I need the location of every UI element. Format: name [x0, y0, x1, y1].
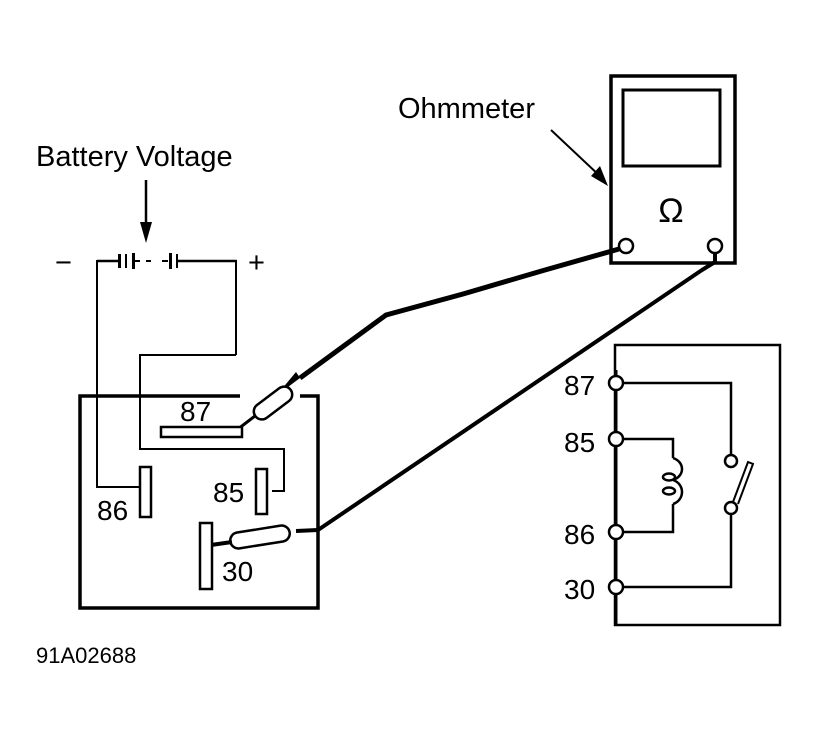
ohmmeter-label: Ohmmeter	[398, 93, 535, 125]
switch-icon	[623, 453, 755, 589]
ohmmeter-display	[621, 88, 722, 168]
battery-symbol-icon	[96, 253, 237, 400]
battery-minus-label: −	[55, 247, 72, 279]
schematic-terminal-30	[607, 578, 625, 596]
ohmmeter-terminal-left	[617, 237, 635, 255]
terminal-87-label: 87	[180, 396, 211, 427]
terminal-85-blade	[254, 467, 269, 516]
figure-code: 91A02688	[36, 643, 136, 668]
ohmmeter-arrow-icon	[550, 129, 608, 186]
terminal-87-blade	[159, 425, 244, 439]
relay-schematic	[607, 343, 782, 627]
test-lead-lower	[210, 260, 717, 550]
terminal-85-label: 85	[213, 477, 244, 508]
schematic-label-30: 30	[564, 574, 595, 605]
battery-voltage-arrow-icon	[140, 180, 152, 243]
terminal-30-blade	[198, 521, 214, 591]
ohmmeter-terminal-right	[706, 237, 724, 255]
schematic-label-85: 85	[564, 427, 595, 458]
terminal-30-label: 30	[222, 556, 253, 587]
test-lead-upper	[237, 246, 620, 431]
terminal-86-blade	[138, 465, 153, 519]
schematic-terminal-86	[607, 523, 625, 541]
schematic-terminal-87	[607, 374, 625, 392]
ohmmeter-device	[609, 74, 737, 265]
coil-icon	[661, 456, 684, 508]
schematic-terminal-85	[607, 430, 625, 448]
battery-plus-label: +	[248, 247, 265, 279]
terminal-86-label: 86	[97, 495, 128, 526]
battery-voltage-label: Battery Voltage	[36, 141, 233, 173]
schematic-label-86: 86	[564, 519, 595, 550]
schematic-label-87: 87	[564, 370, 595, 401]
ohm-symbol-icon: Ω	[658, 192, 683, 230]
relay-physical	[78, 354, 320, 610]
